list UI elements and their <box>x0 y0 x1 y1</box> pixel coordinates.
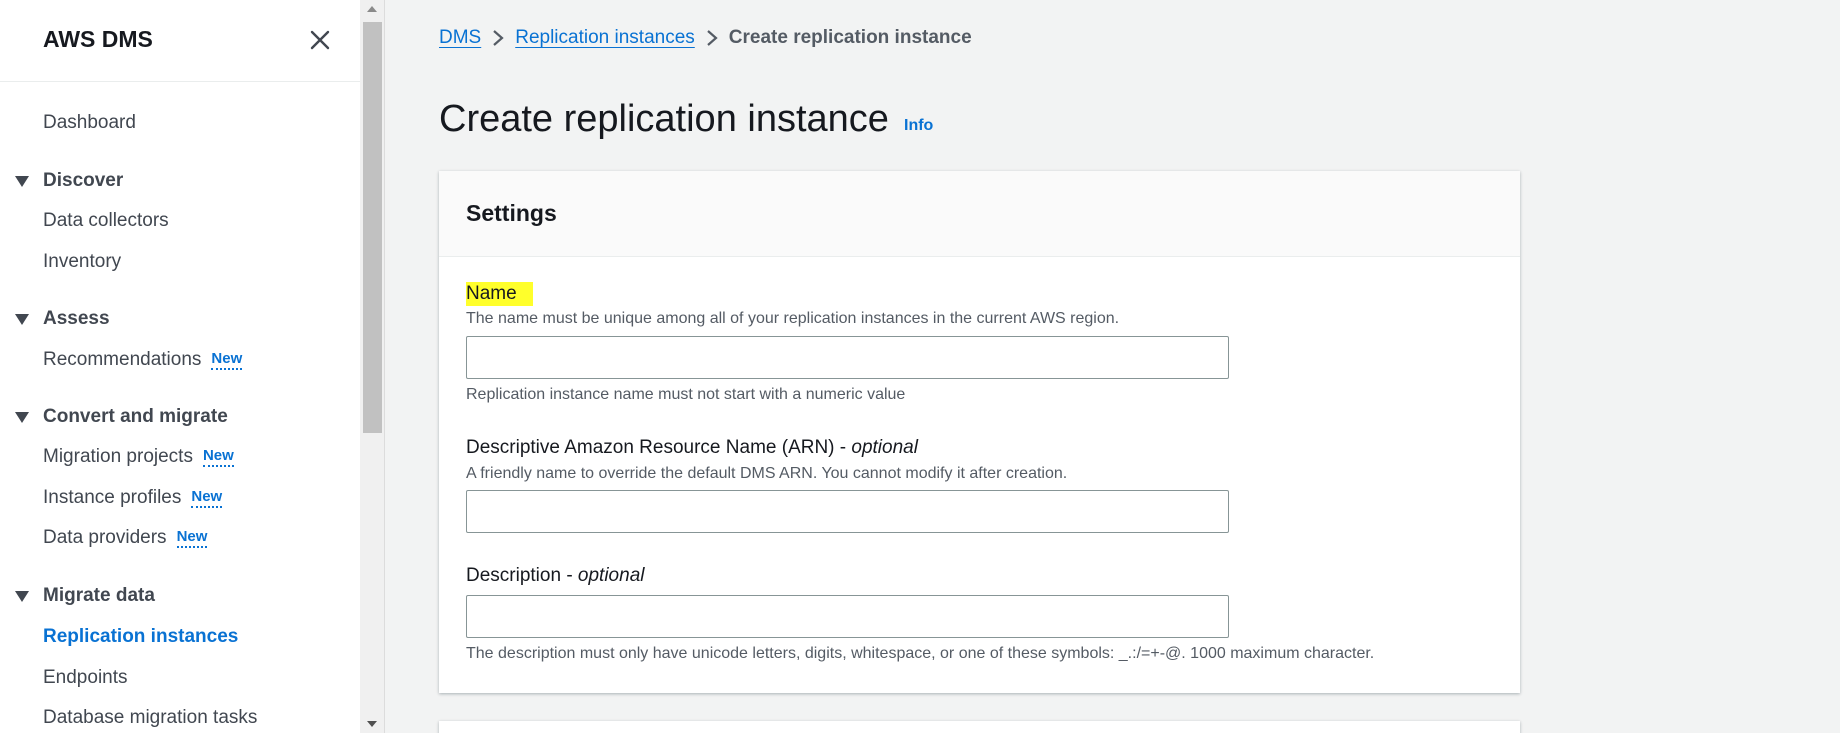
sidebar-item-label: Recommendations <box>43 349 202 370</box>
page-title: Create replication instance <box>439 98 889 140</box>
new-badge[interactable]: New <box>191 488 223 508</box>
scroll-down-arrow-icon[interactable] <box>367 721 377 727</box>
arn-input[interactable] <box>466 490 1229 533</box>
sidebar-item-label: Data providers <box>43 527 167 548</box>
sidebar-item-endpoints[interactable]: Endpoints <box>43 667 128 688</box>
section-label: Discover <box>43 170 124 191</box>
sidebar-item-inventory[interactable]: Inventory <box>43 251 122 272</box>
scrollbar-thumb[interactable] <box>363 22 382 433</box>
new-badge[interactable]: New <box>211 350 243 370</box>
breadcrumb-dms[interactable]: DMS <box>439 27 482 48</box>
breadcrumb-replication-instances[interactable]: Replication instances <box>515 27 695 48</box>
section-assess[interactable]: Assess <box>15 308 110 330</box>
caret-down-icon <box>15 590 29 602</box>
section-discover[interactable]: Discover <box>15 170 123 192</box>
settings-panel: Settings Name The name must be unique am… <box>439 171 1520 693</box>
arn-label: Descriptive Amazon Resource Name (ARN) -… <box>466 437 918 459</box>
sidebar-item-dashboard[interactable]: Dashboard <box>43 112 136 133</box>
caret-down-icon <box>15 313 29 325</box>
info-link[interactable]: Info <box>904 117 934 134</box>
section-label: Migrate data <box>43 585 155 606</box>
sidebar-item-migration-projects[interactable]: Migration projects New <box>43 446 234 468</box>
arn-description: A friendly name to override the default … <box>466 465 1068 482</box>
caret-down-icon <box>15 175 29 187</box>
sidebar-item-replication-instances[interactable]: Replication instances <box>43 626 239 647</box>
optional-text: optional <box>851 437 918 458</box>
chevron-right-icon <box>481 27 515 49</box>
sidebar-item-recommendations[interactable]: Recommendations New <box>43 349 243 371</box>
sidebar-header: AWS DMS <box>0 0 360 82</box>
optional-text: optional <box>577 565 645 586</box>
scroll-up-arrow-icon[interactable] <box>367 6 377 12</box>
description-label-text: Description - <box>466 565 578 586</box>
chevron-right-icon <box>695 27 729 49</box>
section-convert-and-migrate[interactable]: Convert and migrate <box>15 406 228 428</box>
sidebar-scrollbar[interactable] <box>360 0 385 733</box>
description-constraint: The description must only have unicode l… <box>466 645 1375 662</box>
next-panel <box>439 721 1520 733</box>
new-badge[interactable]: New <box>176 528 208 548</box>
settings-title: Settings <box>466 200 557 226</box>
new-badge[interactable]: New <box>202 447 234 467</box>
sidebar-item-database-migration-tasks[interactable]: Database migration tasks <box>43 707 258 728</box>
sidebar-item-label: Instance profiles <box>43 487 182 508</box>
breadcrumb: DMS Replication instances Create replica… <box>439 27 972 49</box>
breadcrumb-current: Create replication instance <box>728 27 972 48</box>
sidebar-item-data-providers[interactable]: Data providers New <box>43 527 208 549</box>
caret-down-icon <box>15 411 29 423</box>
description-label: Description - optional <box>466 565 644 587</box>
panel-header: Settings <box>439 171 1520 257</box>
description-input[interactable] <box>466 595 1229 638</box>
name-input[interactable] <box>466 336 1229 379</box>
close-icon[interactable] <box>304 24 336 56</box>
name-label: Name <box>466 282 533 306</box>
sidebar-title: AWS DMS <box>43 26 153 52</box>
sidebar-item-label: Migration projects <box>43 446 193 467</box>
name-constraint: Replication instance name must not start… <box>466 386 906 403</box>
side-navigation: AWS DMS Dashboard Discover Data collecto… <box>0 0 360 733</box>
name-description: The name must be unique among all of you… <box>466 310 1120 327</box>
section-label: Assess <box>43 308 110 329</box>
section-label: Convert and migrate <box>43 406 228 427</box>
sidebar-item-data-collectors[interactable]: Data collectors <box>43 210 169 231</box>
arn-label-text: Descriptive Amazon Resource Name (ARN) - <box>466 437 852 458</box>
section-migrate-data[interactable]: Migrate data <box>15 585 155 607</box>
sidebar-item-instance-profiles[interactable]: Instance profiles New <box>43 487 223 509</box>
